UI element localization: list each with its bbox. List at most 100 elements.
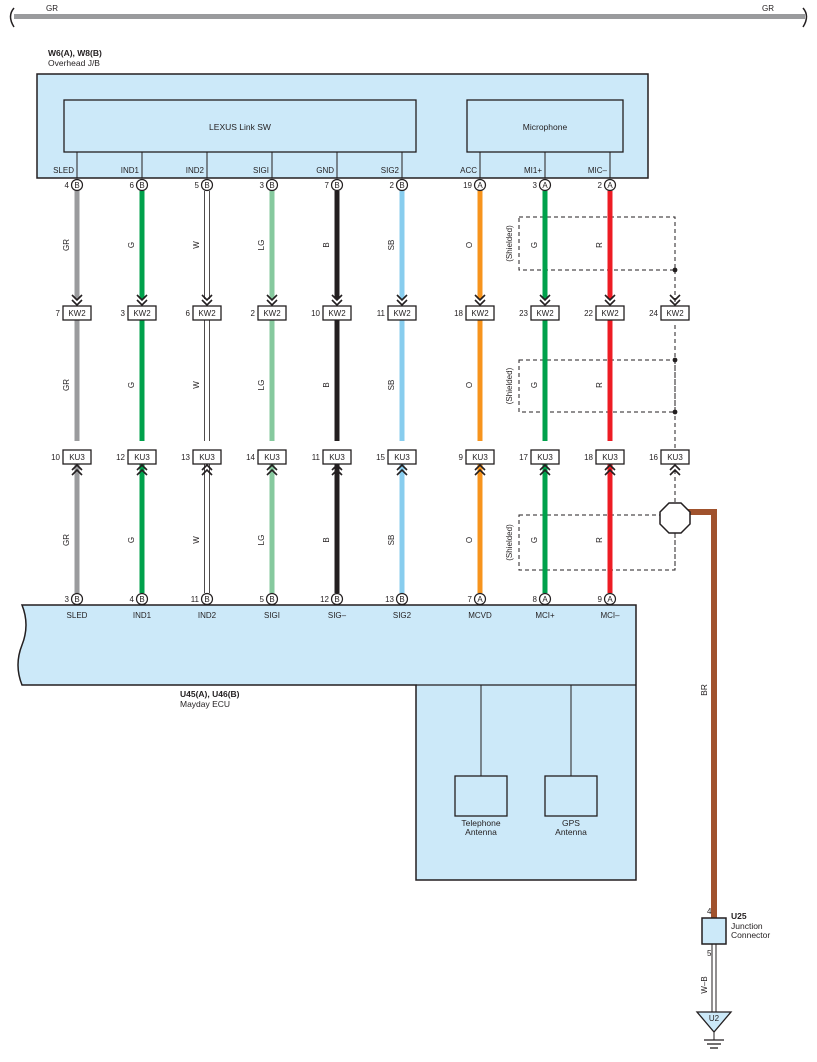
- terminal-connector-letter: B: [204, 595, 209, 604]
- jb-terminal-label: IND1: [121, 166, 140, 175]
- wire-color-label: O: [465, 382, 474, 388]
- terminal-connector-letter: B: [334, 595, 339, 604]
- connector-chevron: [474, 294, 486, 302]
- shielded-label: (Shielded): [505, 367, 514, 404]
- terminal-pin-number: 13: [385, 595, 394, 604]
- lexus-link-sw-box: [63, 99, 417, 153]
- connector-chevron: [331, 468, 343, 476]
- connector-name: KU3: [667, 453, 683, 462]
- connector-name: KW2: [328, 309, 346, 318]
- ecu-terminal-label: SIG2: [393, 611, 412, 620]
- connector-pin-number: 3: [121, 309, 126, 318]
- wire-color-label: O: [465, 537, 474, 543]
- jb-terminal-label: SIG2: [381, 166, 400, 175]
- terminal-connector-letter: B: [334, 181, 339, 190]
- connector-chevron: [201, 463, 213, 471]
- connector-pin-number: 13: [181, 453, 190, 462]
- wire-color-label: G: [530, 537, 539, 543]
- connector-pin-number: 17: [519, 453, 528, 462]
- connector-chevron: [266, 299, 278, 307]
- shielded-label: (Shielded): [505, 524, 514, 561]
- wire-color-label: W: [192, 536, 201, 544]
- connector-box: [530, 305, 560, 321]
- top-bus-right-label: GR: [762, 4, 774, 13]
- connector-chevron: [396, 463, 408, 471]
- terminal-pin-number: 5: [195, 181, 200, 190]
- connector-name: KW2: [536, 309, 554, 318]
- ecu-terminal-label: SLED: [67, 611, 88, 620]
- terminal-connector-letter: B: [139, 181, 144, 190]
- connector-box: [465, 305, 495, 321]
- top-bus-left-break: [9, 7, 15, 28]
- connector-pin-number: 7: [56, 309, 61, 318]
- terminal-pin-number: 6: [130, 181, 135, 190]
- jb-terminal-label: SLED: [53, 166, 74, 175]
- connector-name: KW2: [471, 309, 489, 318]
- wire-color-label: W: [192, 241, 201, 249]
- terminal-pin-number: 2: [390, 181, 395, 190]
- terminal-pin-number: 2: [598, 181, 603, 190]
- top-bus-right-break: [802, 7, 808, 28]
- connector-chevron: [136, 299, 148, 307]
- ground-point-label: U2: [709, 1014, 720, 1023]
- wire-color-label: O: [465, 242, 474, 248]
- terminal-pin: [473, 178, 487, 192]
- jb-terminal-label: IND2: [186, 166, 205, 175]
- connector-chevron: [201, 294, 213, 302]
- connector-chevron: [266, 294, 278, 302]
- connector-pin-number: 22: [584, 309, 593, 318]
- connector-chevron: [201, 468, 213, 476]
- terminal-pin-number: 19: [463, 181, 472, 190]
- terminal-connector-letter: B: [74, 595, 79, 604]
- terminal-pin: [70, 178, 84, 192]
- wb-wire-label: W–B: [700, 976, 709, 993]
- ecu-terminal-label: SIG–: [328, 611, 347, 620]
- wire-color-label: W: [192, 381, 201, 389]
- terminal-connector-letter: B: [204, 181, 209, 190]
- connector-chevron: [669, 299, 681, 307]
- connector-pin-number: 11: [312, 453, 321, 462]
- connector-chevron: [266, 463, 278, 471]
- br-wire-label: BR: [699, 684, 709, 696]
- connector-box: [595, 305, 625, 321]
- connector-pin-number: 16: [649, 453, 658, 462]
- connector-box: [660, 305, 690, 321]
- connector-chevron: [539, 468, 551, 476]
- terminal-pin: [603, 178, 617, 192]
- mayday-ecu-title: U45(A), U46(B): [180, 689, 240, 699]
- terminal-pin: [135, 592, 149, 606]
- ecu-terminal-label: MCVD: [468, 611, 492, 620]
- connector-pin-number: 9: [459, 453, 464, 462]
- wire-color-label: G: [530, 382, 539, 388]
- terminal-connector-letter: B: [74, 181, 79, 190]
- terminal-pin-number: 5: [260, 595, 265, 604]
- connector-name: KW2: [133, 309, 151, 318]
- connector-chevron: [266, 468, 278, 476]
- connector-chevron: [71, 299, 83, 307]
- wires: GRGRGRB4KW27KU310GGGB6KW23KU312WWWB5KW26…: [51, 178, 690, 593]
- connector-pin-number: 15: [376, 453, 385, 462]
- terminal-pin-number: 8: [533, 595, 538, 604]
- connector-chevron: [669, 463, 681, 471]
- mayday-ecu-box: [17, 604, 637, 881]
- connector-name: KW2: [666, 309, 684, 318]
- wire-color-label: SB: [387, 535, 396, 546]
- lexus-link-sw-label: LEXUS Link SW: [209, 122, 271, 132]
- wire-color-label: B: [322, 242, 331, 247]
- wire-color-label: GR: [62, 534, 71, 546]
- connector-pin-number: 24: [649, 309, 658, 318]
- top-bus-left-label: GR: [46, 4, 58, 13]
- connector-chevron: [604, 463, 616, 471]
- terminal-pin: [603, 592, 617, 606]
- connector-name: KW2: [263, 309, 281, 318]
- wire-color-label: B: [322, 382, 331, 387]
- wire-color-label: LG: [257, 535, 266, 546]
- connector-chevron: [71, 468, 83, 476]
- connector-chevron: [331, 463, 343, 471]
- junction-id: U25: [731, 911, 747, 921]
- connector-chevron: [604, 294, 616, 302]
